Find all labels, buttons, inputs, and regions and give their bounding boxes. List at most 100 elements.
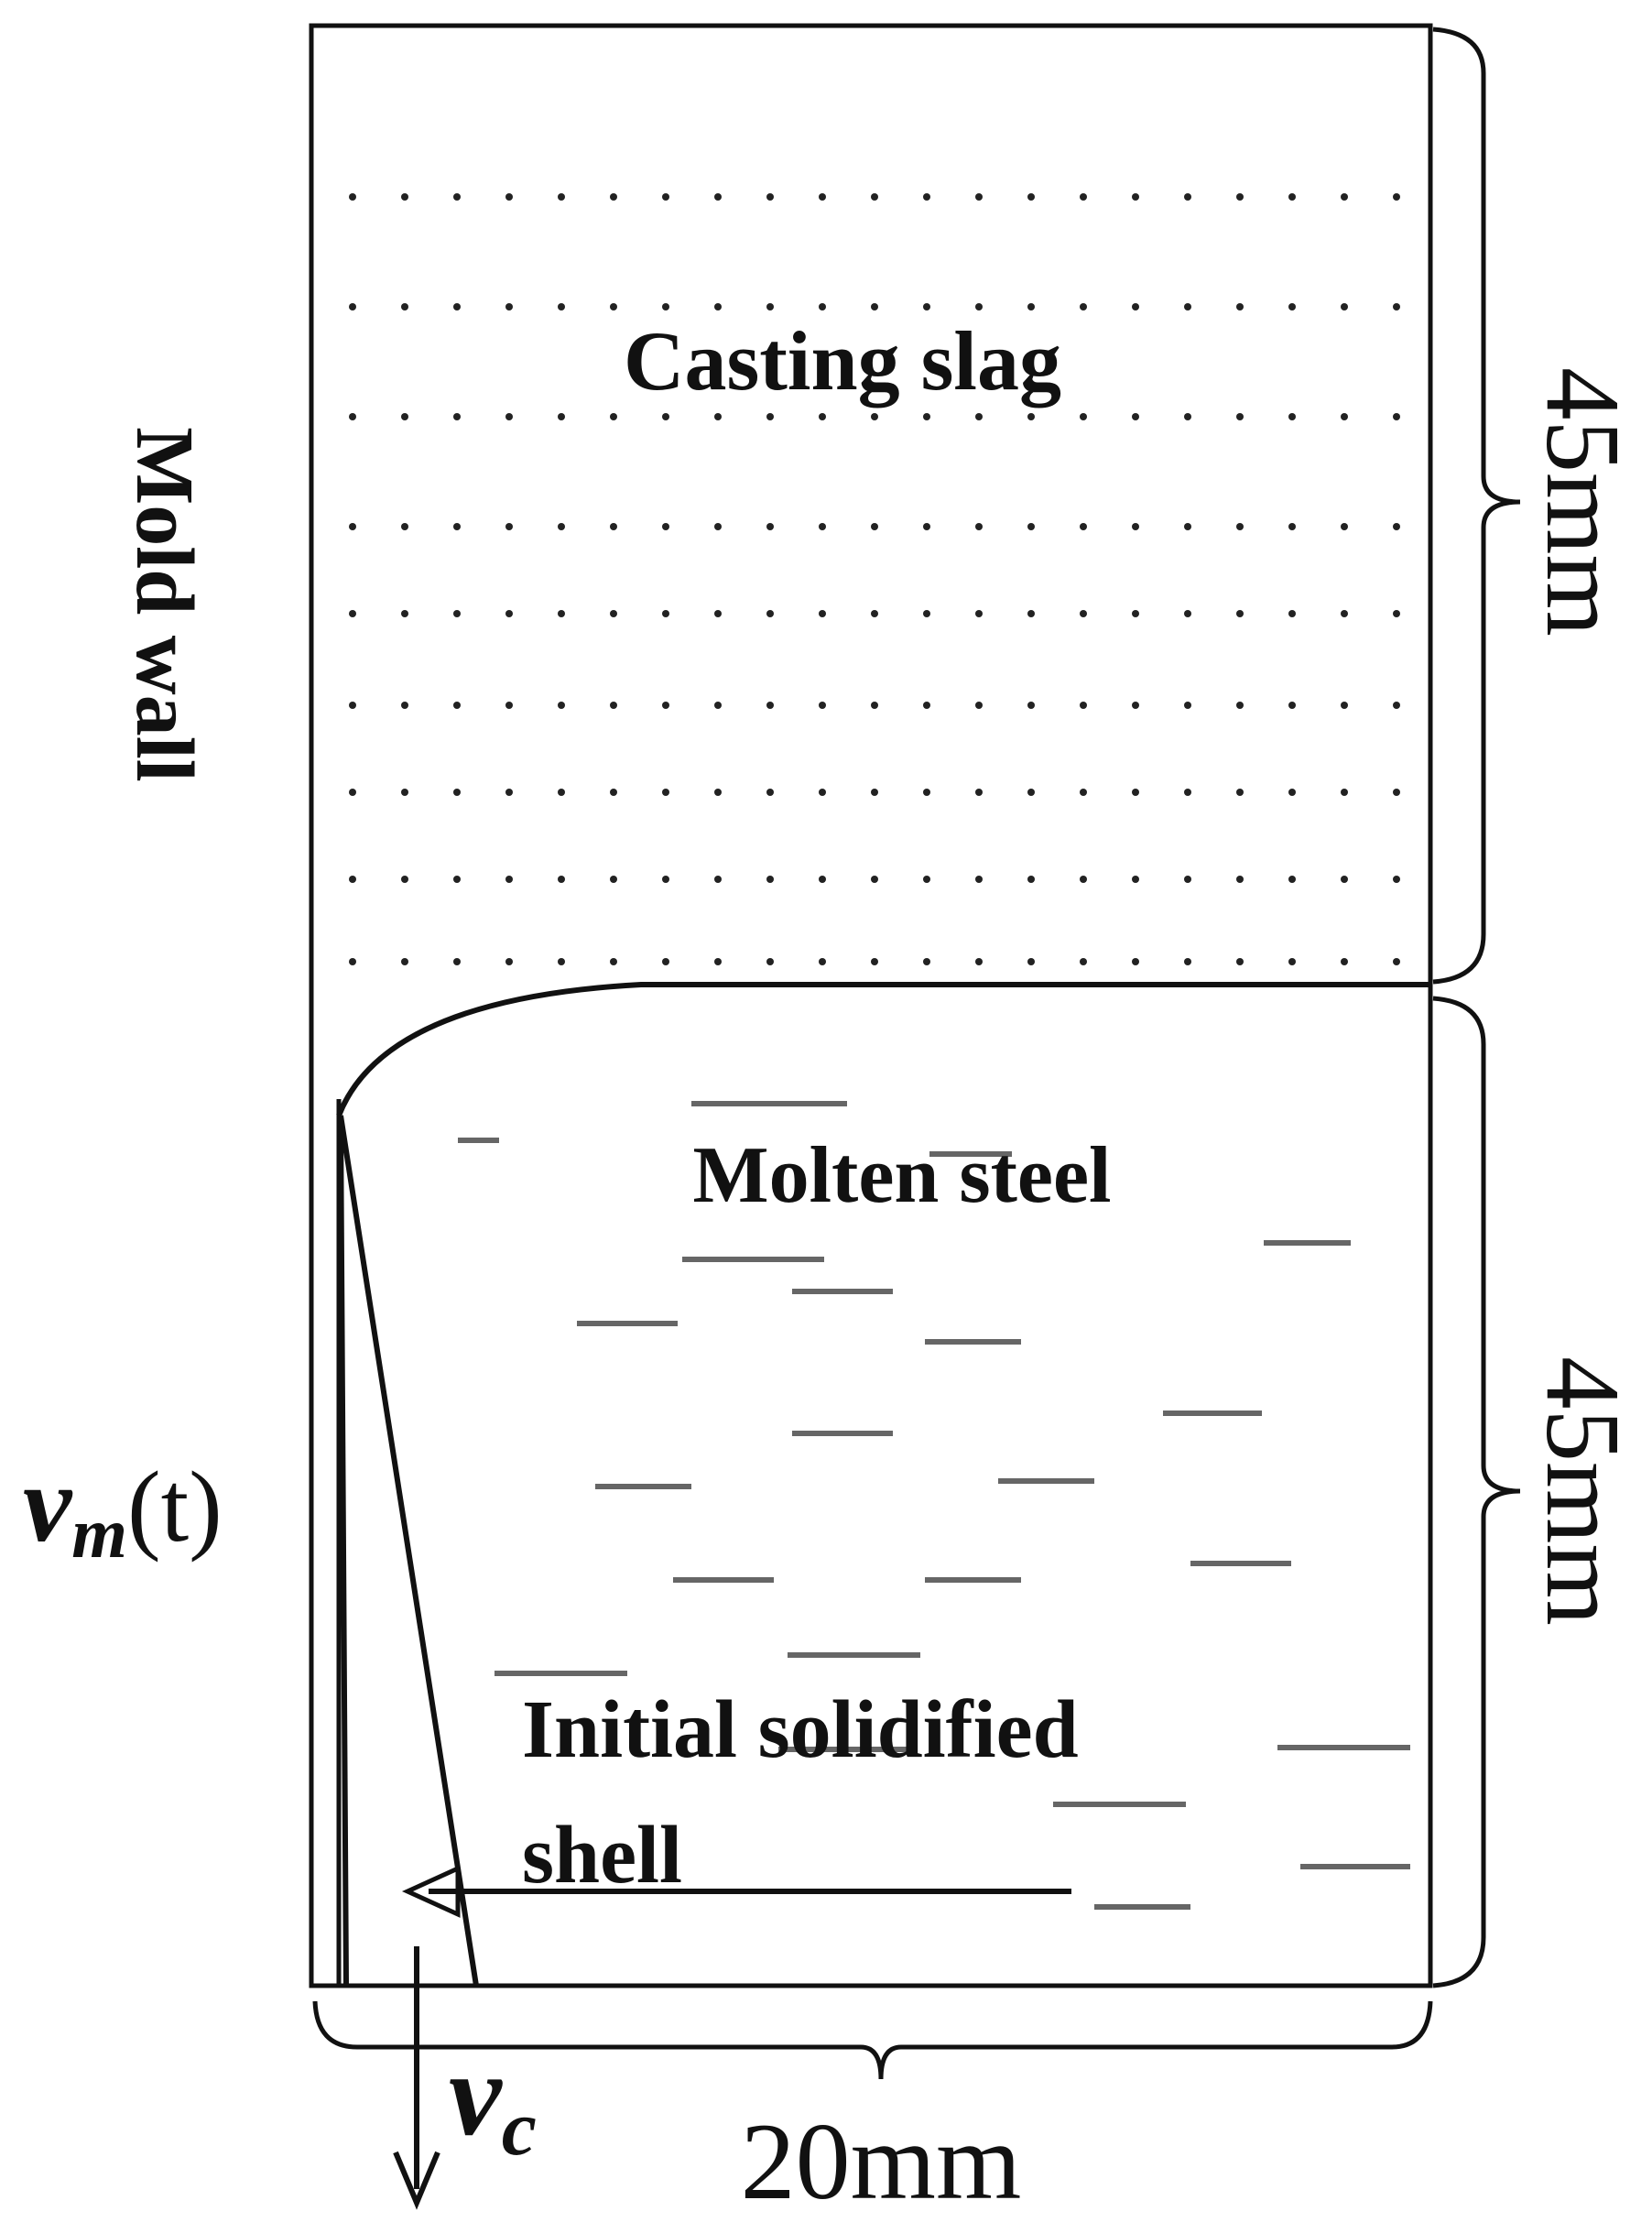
slag-dot xyxy=(558,303,565,310)
slag-dot xyxy=(1288,610,1296,617)
brace-top xyxy=(1432,27,1521,985)
slag-dot xyxy=(1341,193,1348,201)
slag-dot xyxy=(1341,876,1348,883)
slag-dot xyxy=(975,610,983,617)
casting-direction-arrowhead xyxy=(393,2151,440,2210)
slag-dot xyxy=(349,193,356,201)
slag-dot xyxy=(975,413,983,420)
slag-dot xyxy=(401,610,408,617)
slag-steel-interface xyxy=(336,982,1430,1117)
slag-dot xyxy=(1027,702,1035,709)
slag-dot xyxy=(1027,303,1035,310)
slag-dot xyxy=(662,193,669,201)
slag-dot xyxy=(714,523,722,530)
slag-dot xyxy=(662,303,669,310)
slag-dot xyxy=(1184,303,1191,310)
slag-dot xyxy=(975,523,983,530)
slag-dot xyxy=(401,958,408,965)
slag-dot xyxy=(505,523,513,530)
slag-dot xyxy=(1341,610,1348,617)
slag-dot xyxy=(558,610,565,617)
slag-dot xyxy=(819,876,826,883)
slag-dot xyxy=(1132,413,1139,420)
slag-dot xyxy=(349,876,356,883)
slag-dot xyxy=(349,303,356,310)
slag-dot xyxy=(558,876,565,883)
slag-dot xyxy=(1288,702,1296,709)
slag-dot xyxy=(1027,523,1035,530)
slag-dot xyxy=(505,876,513,883)
slag-dot xyxy=(714,876,722,883)
brace-bottom xyxy=(1432,996,1521,1988)
slag-dot xyxy=(505,958,513,965)
slag-dot xyxy=(662,610,669,617)
vm-label: vm(t) xyxy=(23,1443,223,1573)
casting-slag-label: Casting slag xyxy=(624,314,1061,408)
slag-dot xyxy=(871,876,878,883)
slag-dot xyxy=(505,789,513,796)
slag-dot xyxy=(505,702,513,709)
slag-dot xyxy=(975,789,983,796)
slag-dot xyxy=(766,610,774,617)
slag-dot xyxy=(1184,702,1191,709)
slag-dot xyxy=(453,610,461,617)
slag-dot xyxy=(975,303,983,310)
shell-leader-arrowhead xyxy=(401,1865,461,1918)
slag-dot xyxy=(453,789,461,796)
slag-dot xyxy=(1288,876,1296,883)
slag-dot xyxy=(1184,876,1191,883)
mold-wall-label: Mold wall xyxy=(119,427,210,782)
slag-dot xyxy=(453,876,461,883)
slag-dot xyxy=(610,523,617,530)
slag-dot xyxy=(871,303,878,310)
slag-dot xyxy=(1236,303,1244,310)
slag-dot xyxy=(819,958,826,965)
slag-dot xyxy=(1080,413,1087,420)
slag-dot xyxy=(871,610,878,617)
slag-dot xyxy=(1027,193,1035,201)
slag-dot xyxy=(610,958,617,965)
slag-dot xyxy=(610,702,617,709)
slag-dot xyxy=(662,702,669,709)
slag-dot xyxy=(714,193,722,201)
slag-dot xyxy=(505,193,513,201)
slag-dot xyxy=(558,523,565,530)
slag-dot xyxy=(453,303,461,310)
slag-dot xyxy=(349,610,356,617)
slag-dot xyxy=(1184,523,1191,530)
slag-dot xyxy=(1027,610,1035,617)
slag-dot xyxy=(766,789,774,796)
slag-dot xyxy=(923,413,930,420)
slag-dot xyxy=(610,193,617,201)
slag-dot xyxy=(558,958,565,965)
slag-dot xyxy=(1080,193,1087,201)
slag-dot xyxy=(871,958,878,965)
slag-dot xyxy=(819,702,826,709)
slag-dot xyxy=(505,610,513,617)
slag-dot xyxy=(1132,193,1139,201)
slag-dot xyxy=(1184,789,1191,796)
slag-dot xyxy=(923,303,930,310)
slag-dot xyxy=(1080,702,1087,709)
slag-dot xyxy=(766,523,774,530)
slag-dot xyxy=(975,958,983,965)
slag-dot xyxy=(975,876,983,883)
slag-dot xyxy=(662,958,669,965)
slag-dot xyxy=(1132,876,1139,883)
slag-dot xyxy=(505,303,513,310)
slag-dot xyxy=(1080,876,1087,883)
slag-dot xyxy=(401,876,408,883)
slag-dot xyxy=(505,413,513,420)
slag-dot xyxy=(714,303,722,310)
slag-dot xyxy=(1341,789,1348,796)
slag-dot xyxy=(923,702,930,709)
slag-dot xyxy=(349,958,356,965)
slag-dot xyxy=(401,303,408,310)
dim-width-label: 20mm xyxy=(741,2100,1022,2222)
slag-dot xyxy=(766,193,774,201)
slag-dot xyxy=(662,789,669,796)
slag-dot xyxy=(923,523,930,530)
slag-dot xyxy=(1236,958,1244,965)
slag-dot xyxy=(1288,789,1296,796)
slag-dot xyxy=(401,702,408,709)
